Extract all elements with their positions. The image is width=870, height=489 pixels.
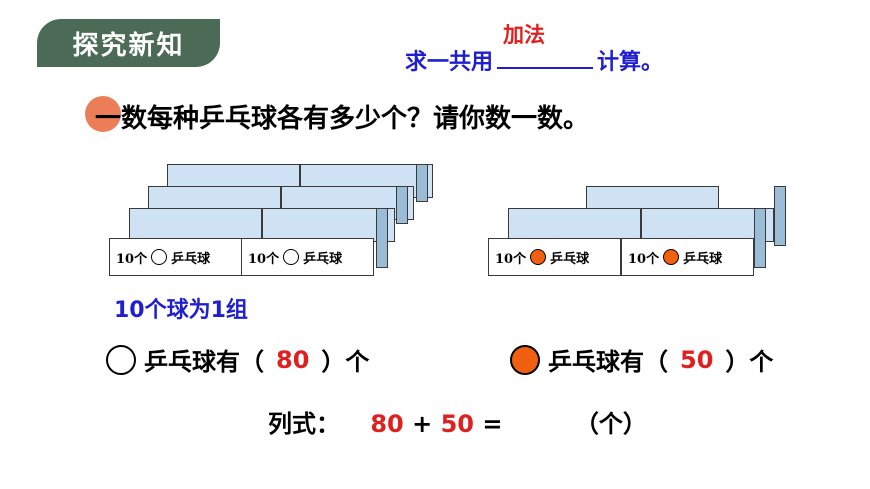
box-back xyxy=(129,208,262,242)
orange-ball-icon xyxy=(510,344,540,375)
formula-blank: 加法 xyxy=(497,23,594,69)
question-text: 一数每种乒乓球各有多少个？请你数一数。 xyxy=(95,104,590,134)
orange-ball-icon xyxy=(530,249,547,265)
box-side xyxy=(416,164,428,202)
equation-b: 50 xyxy=(440,410,474,438)
box-count-label: 10个 xyxy=(248,251,280,267)
equation: 列式： 80 + 50 = （个） xyxy=(268,404,647,439)
box-count-label: 10个 xyxy=(628,251,660,267)
white-count-value: 80 xyxy=(276,345,310,374)
orange-count-close: ）个 xyxy=(725,348,774,376)
formula-answer: 加法 xyxy=(503,23,546,47)
box-front: 10个 乒乓球 xyxy=(109,238,242,276)
box-front: 10个 乒乓球 xyxy=(488,238,621,276)
box-name-label: 乒乓球 xyxy=(303,251,343,267)
white-ball-icon xyxy=(283,249,300,265)
white-ball-icon xyxy=(151,249,168,265)
box-count-label: 10个 xyxy=(116,251,148,267)
section-badge: 探究新知 xyxy=(37,19,220,67)
box-back xyxy=(508,208,641,242)
equation-prefix: 列式： xyxy=(268,410,340,438)
box-front: 10个 乒乓球 xyxy=(241,238,374,276)
white-count: 乒乓球有（ 80 ）个 xyxy=(106,342,369,377)
box-side xyxy=(754,208,766,268)
white-count-close: ）个 xyxy=(321,348,370,376)
box-side xyxy=(376,208,388,268)
box-back xyxy=(262,208,395,242)
box-name-label: 乒乓球 xyxy=(683,251,723,267)
orange-count: 乒乓球有（ 50 ）个 xyxy=(510,342,773,377)
apple-icon xyxy=(85,96,121,132)
group-note: 10个球为1组 xyxy=(114,298,248,323)
formula-prefix: 求一共用 xyxy=(405,50,494,75)
orange-ball-icon xyxy=(663,249,680,265)
box-side xyxy=(774,186,786,246)
equation-plus: + xyxy=(412,410,433,438)
box-name-label: 乒乓球 xyxy=(550,251,590,267)
box-front: 10个 乒乓球 xyxy=(621,238,754,276)
box-name-label: 乒乓球 xyxy=(171,251,211,267)
orange-count-value: 50 xyxy=(680,345,714,374)
equation-a: 80 xyxy=(370,410,404,438)
orange-count-label: 乒乓球有（ xyxy=(548,348,668,376)
box-count-label: 10个 xyxy=(495,251,527,267)
formula-suffix: 计算。 xyxy=(597,50,664,75)
box-back xyxy=(641,208,774,242)
equation-unit: （个） xyxy=(574,410,647,438)
formula-line: 求一共用加法计算。 xyxy=(405,23,664,76)
white-ball-icon xyxy=(106,344,136,375)
equation-equals: = xyxy=(482,410,503,438)
white-count-label: 乒乓球有（ xyxy=(144,348,264,376)
box-side xyxy=(396,186,408,224)
